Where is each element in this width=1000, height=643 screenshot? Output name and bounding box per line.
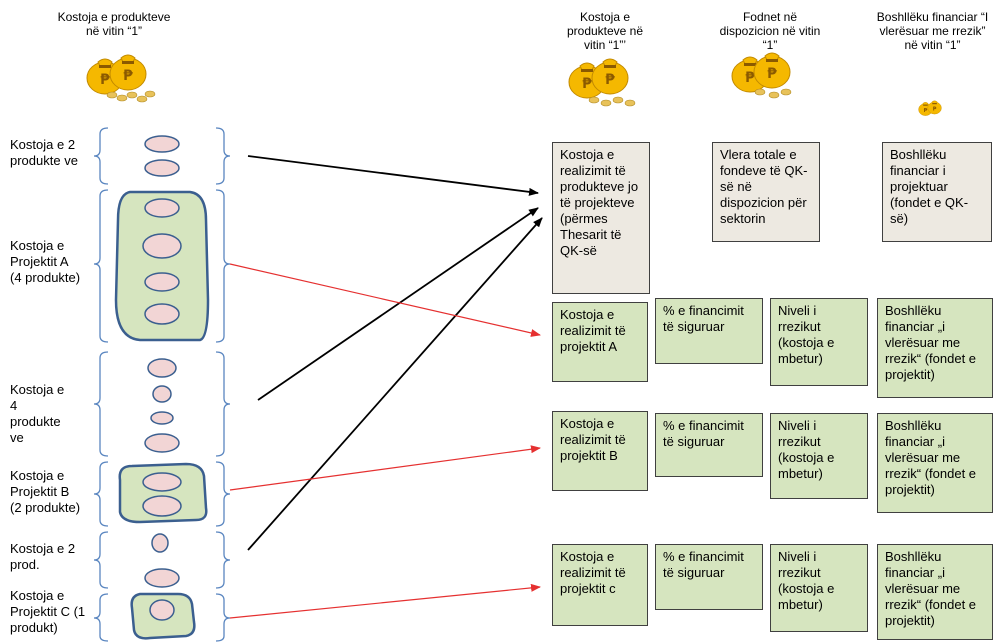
box-total-funds: Vlera totale e fondeve të QK-së në dispo…: [712, 142, 820, 242]
header-left-cost: Kostoja e produkteve në vitin “1”: [57, 10, 171, 38]
box-project-a-cost: Kostoja e realizimit të projektit A: [552, 302, 648, 382]
box-project-b-risk: Niveli i rrezikut (kostoja e mbetur): [770, 413, 868, 499]
product-ellipse: [144, 159, 180, 177]
product-ellipse: [144, 135, 180, 153]
project-a-shape: [114, 190, 210, 342]
box-project-b-gap: Boshllëku financiar „i vlerësuar me rrez…: [877, 413, 993, 513]
box-project-c-pct: % e financimit të siguruar: [655, 544, 763, 610]
box-project-a-pct: % e financimit të siguruar: [655, 298, 763, 364]
box-project-a-gap: Boshllëku financiar „i vlerësuar me rrez…: [877, 298, 993, 398]
label-project-c: Kostoja e Projektit C (1 produkt): [10, 588, 86, 635]
product-ellipse: [142, 472, 182, 492]
box-project-c-cost: Kostoja e realizimit të projektit c: [552, 544, 648, 626]
box-project-c-gap: Boshllëku financiar „i vlerësuar me rrez…: [877, 544, 993, 640]
product-ellipse: [144, 568, 180, 588]
project-b-shape: [118, 462, 208, 524]
product-ellipse: [149, 599, 175, 621]
product-ellipse: [144, 303, 180, 325]
product-ellipse: [144, 433, 180, 453]
box-project-b-pct: % e financimit të siguruar: [655, 413, 763, 477]
box-project-c-risk: Niveli i rrezikut (kostoja e mbetur): [770, 544, 868, 632]
product-ellipse: [142, 233, 182, 259]
product-ellipse: [144, 272, 180, 292]
product-ellipse: [147, 358, 177, 378]
label-cost-2-products: Kostoja e 2 produkte ve: [10, 137, 78, 168]
header-gap: Boshllëku financiar “I vlerësuar me rrez…: [876, 10, 989, 52]
box-projected-gap: Boshllëku financiar i projektuar (fondet…: [882, 142, 992, 242]
product-ellipse: [150, 411, 174, 425]
product-ellipse: [144, 198, 180, 218]
product-ellipse: [142, 495, 182, 517]
label-project-b: Kostoja e Projektit B (2 produkte): [10, 468, 81, 515]
header-funds: Fodnet në dispozicion në vitin “1”: [719, 10, 821, 52]
label-cost-2-prod: Kostoja e 2 prod.: [10, 541, 76, 572]
box-project-a-risk: Niveli i rrezikut (kostoja e mbetur): [770, 298, 868, 386]
box-non-project-cost: Kostoja e realizimit të produkteve jo të…: [552, 142, 650, 294]
label-cost-4-products: Kostoja e 4 produkte ve: [10, 382, 65, 445]
box-project-b-cost: Kostoja e realizimit të projektit B: [552, 411, 648, 491]
product-ellipse: [152, 385, 172, 403]
header-right-cost: Kostoja e produkteve në vitin “1”’: [566, 10, 644, 52]
product-ellipse: [151, 533, 169, 553]
label-project-a: Kostoja e Projektit A (4 produkte): [10, 238, 81, 285]
